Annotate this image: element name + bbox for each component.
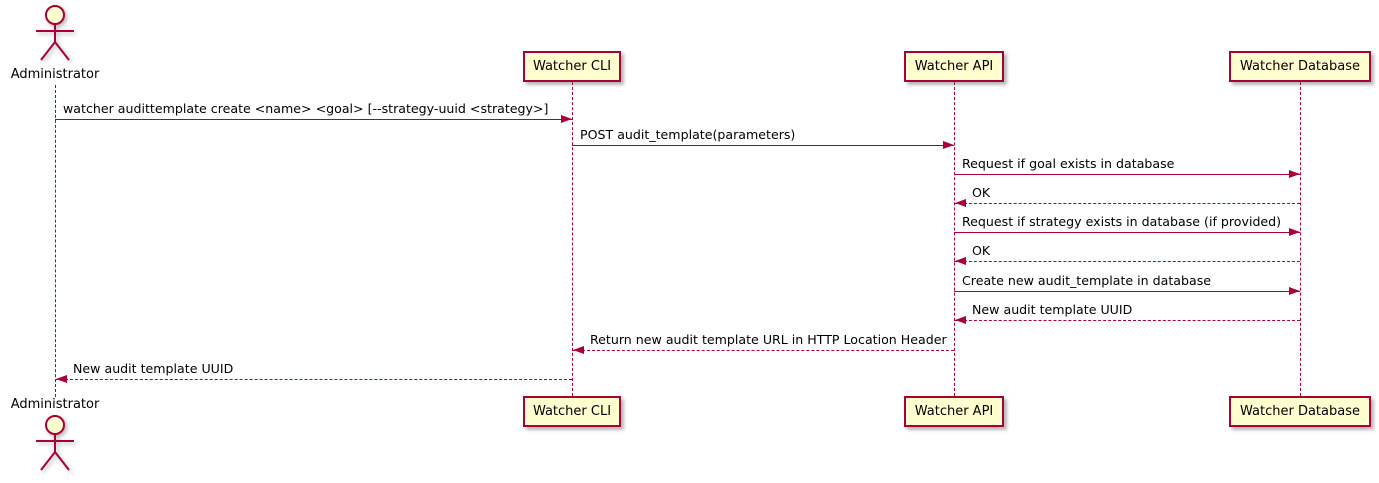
lifeline-watcher-cli (572, 82, 573, 396)
message-label-1: POST audit_template(parameters) (580, 127, 796, 142)
message-label-9: New audit template UUID (73, 361, 234, 376)
participant-box-watcher-api-bottom: Watcher API (904, 396, 1004, 427)
message-arrowhead-4 (1289, 228, 1300, 236)
message-label-8: Return new audit template URL in HTTP Lo… (590, 332, 947, 347)
message-arrowhead-8 (573, 346, 584, 354)
message-line-9 (55, 379, 572, 380)
message-label-0: watcher audittemplate create <name> <goa… (63, 101, 549, 116)
message-arrowhead-1 (943, 141, 954, 149)
actor-label-administrator-bottom: Administrator (10, 397, 100, 412)
message-arrowhead-3 (955, 199, 966, 207)
message-line-8 (572, 350, 954, 351)
participant-box-watcher-api-top: Watcher API (904, 51, 1004, 82)
message-arrowhead-0 (561, 115, 572, 123)
message-arrowhead-2 (1289, 170, 1300, 178)
message-line-1 (572, 145, 954, 146)
participant-box-watcher-db-bottom: Watcher Database (1229, 396, 1371, 427)
message-label-5: OK (972, 243, 991, 258)
message-arrowhead-7 (955, 316, 966, 324)
participant-box-watcher-cli-bottom: Watcher CLI (523, 396, 621, 427)
participant-box-watcher-db-top: Watcher Database (1229, 51, 1371, 82)
message-line-4 (954, 232, 1300, 233)
actor-stick-figure-icon (36, 415, 74, 471)
lifeline-watcher-db (1300, 82, 1301, 396)
participant-box-watcher-cli-top: Watcher CLI (523, 51, 621, 82)
message-label-3: OK (972, 185, 991, 200)
message-line-3 (954, 203, 1300, 204)
message-label-4: Request if strategy exists in database (… (962, 214, 1282, 229)
actor-label-administrator-top: Administrator (10, 67, 100, 82)
message-line-5 (954, 261, 1300, 262)
actor-stick-figure-icon (36, 5, 74, 61)
message-label-7: New audit template UUID (972, 302, 1133, 317)
message-line-2 (954, 174, 1300, 175)
message-line-7 (954, 320, 1300, 321)
message-arrowhead-5 (955, 257, 966, 265)
lifeline-watcher-api (954, 82, 955, 396)
message-line-0 (55, 119, 572, 120)
message-label-2: Request if goal exists in database (962, 156, 1175, 171)
message-arrowhead-6 (1289, 287, 1300, 295)
message-arrowhead-9 (56, 375, 67, 383)
message-line-6 (954, 291, 1300, 292)
lifeline-administrator (55, 85, 56, 397)
message-label-6: Create new audit_template in database (962, 273, 1212, 288)
